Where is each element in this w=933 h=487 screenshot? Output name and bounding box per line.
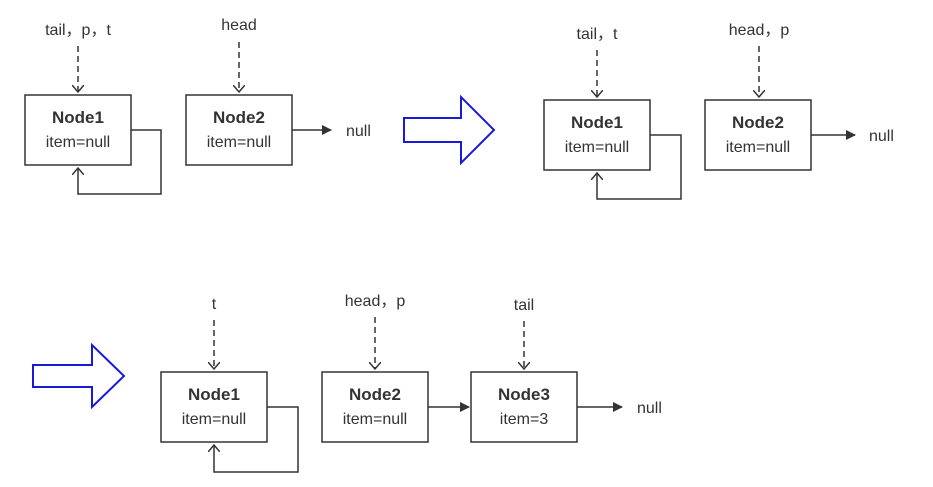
node-box: Node3 item=3 xyxy=(470,371,578,443)
node-name: Node2 xyxy=(213,108,265,127)
pointer-label: tail，p，t xyxy=(45,22,111,39)
self-loop-arrow xyxy=(214,406,299,473)
node-name: Node1 xyxy=(52,108,104,127)
node-name: Node1 xyxy=(571,113,623,132)
pointer-label: head，p xyxy=(729,22,790,39)
self-loop-arrow xyxy=(78,129,162,195)
node-name: Node3 xyxy=(498,385,550,404)
node-box: Node2 item=null xyxy=(321,371,429,443)
node-item: item=null xyxy=(182,411,246,428)
node-name: Node1 xyxy=(188,385,240,404)
null-label: null xyxy=(637,400,662,417)
pointer-label: t xyxy=(212,296,217,313)
transition-arrow xyxy=(32,342,126,410)
node-box: Node2 item=null xyxy=(185,94,293,166)
self-loop-arrow xyxy=(597,134,682,200)
node-box: Node1 item=null xyxy=(24,94,132,166)
state-1: tail，p，t head Node1 item=null Node2 item… xyxy=(24,17,371,195)
node-item: item=null xyxy=(726,139,790,156)
node-box: Node1 item=null xyxy=(160,371,268,443)
state-3: t head，p tail Node1 item=null Node2 item… xyxy=(160,293,662,473)
state-2: tail，t head，p Node1 item=null Node2 item… xyxy=(543,22,894,200)
node-item: item=null xyxy=(46,134,110,151)
node-item: item=null xyxy=(207,134,271,151)
node-item: item=3 xyxy=(500,411,549,428)
node-item: item=null xyxy=(343,411,407,428)
node-box: Node2 item=null xyxy=(704,99,812,171)
null-label: null xyxy=(869,128,894,145)
node-name: Node2 xyxy=(349,385,401,404)
node-box: Node1 item=null xyxy=(543,99,651,171)
pointer-label: tail xyxy=(514,297,534,314)
node-name: Node2 xyxy=(732,113,784,132)
null-label: null xyxy=(346,123,371,140)
node-item: item=null xyxy=(565,139,629,156)
pointer-label: head xyxy=(221,17,257,34)
pointer-label: tail，t xyxy=(577,26,618,43)
pointer-label: head，p xyxy=(345,293,406,310)
transition-arrow xyxy=(403,94,496,166)
